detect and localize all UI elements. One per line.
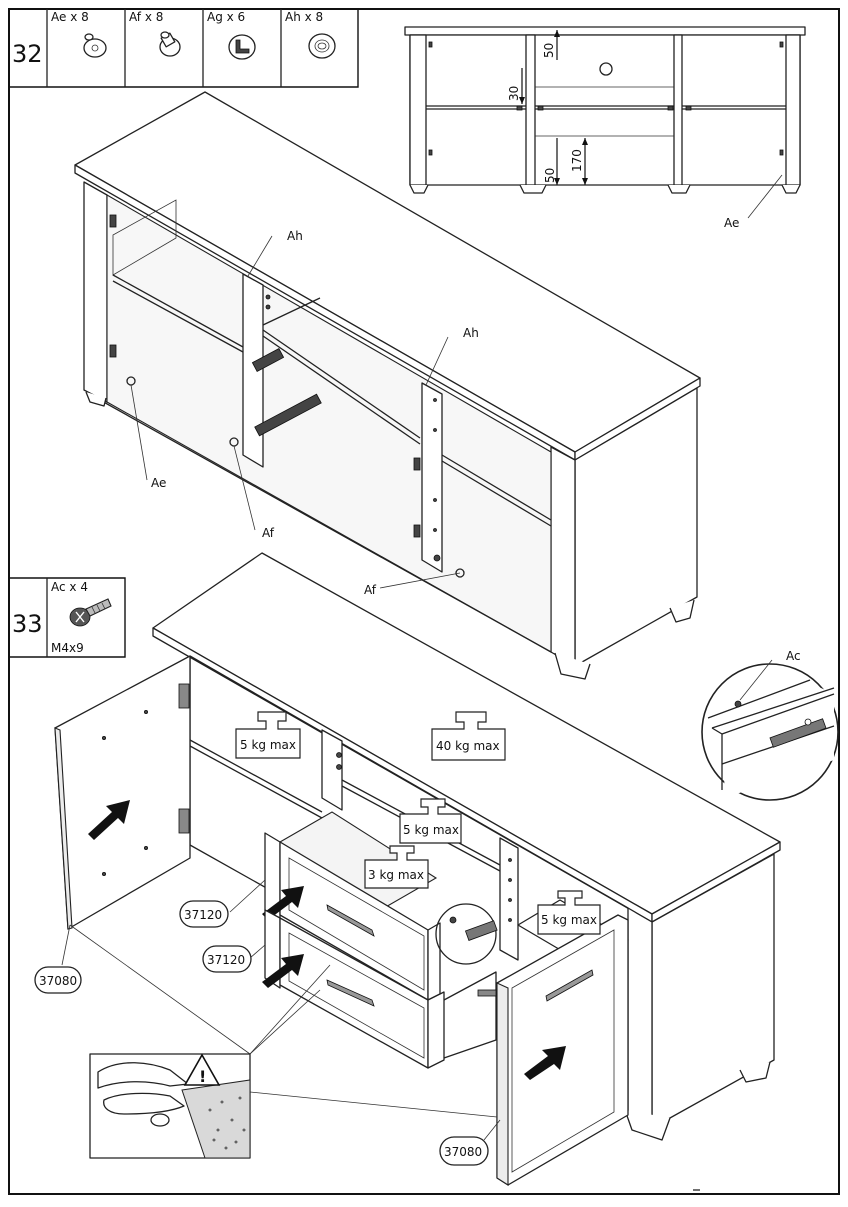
svg-text:3 kg max: 3 kg max [368,868,424,882]
shelf-support-icon [228,34,256,60]
part-label-ac: Ac x 4 [51,580,88,594]
svg-text:37080: 37080 [444,1145,482,1159]
washer-cap-icon [308,33,336,59]
right-door [496,914,629,1187]
step-number-33: 33 [12,610,43,638]
weight-label-top: 40 kg max [431,711,506,761]
callout-ah-top: Ah [287,229,303,243]
step-32-cabinet: Ah Ah Ae Af Af [74,91,701,680]
dimension-50-bottom: 50 [543,168,557,183]
weight-label-drawer: 3 kg max [364,845,429,889]
part-code-door-left: 37080 [34,924,82,994]
callout-ac: Ac [786,649,801,663]
part-label-af: Af x 8 [129,10,163,24]
push-arrow-icon [524,1046,566,1080]
front-view-inset: 50 30 50 170 Ae [404,26,806,230]
page-border [8,8,840,1195]
slide-detail-circle [435,903,497,965]
push-arrow-icon [88,800,130,840]
part-label-ae: Ae x 8 [51,10,89,24]
dowel-cap-icon [83,33,107,58]
svg-text:37120: 37120 [207,953,245,967]
weight-label-right-shelf: 5 kg max [537,890,601,935]
weight-label-mid-shelf: 5 kg max [399,798,462,844]
callout-ae-inset: Ae [724,216,739,230]
part-label-ag: Ag x 6 [207,10,245,24]
part-code-drawer-lower: 37120 [202,944,266,973]
callout-af-right: Af [364,583,377,597]
push-arrow-icon [262,886,304,920]
dimension-50-top: 50 [542,43,556,58]
warning-box: ! [89,1053,251,1159]
svg-text:!: ! [199,1067,206,1086]
callout-ah-mid: Ah [463,326,479,340]
warning-triangle-icon: ! [183,1053,221,1086]
screw-icon [69,598,112,627]
callout-af-left: Af [262,526,275,540]
push-arrow-icon [262,954,304,988]
drawer-lower [262,909,497,1069]
dimension-170: 170 [570,149,584,172]
step-33-parts-box: 33 Ac x 4 M4x9 [9,577,126,658]
screw-detail-magnifier: Ac [701,649,839,801]
step-33-cabinet: 40 kg max 5 kg max 5 kg max 3 kg max 5 k… [34,552,781,1187]
part-size-m4x9: M4x9 [51,641,84,655]
svg-text:37120: 37120 [184,908,222,922]
dimension-lines [519,30,588,185]
cam-pin-icon [159,31,181,57]
callout-ae-left: Ae [151,476,166,490]
part-code-drawer-upper: 37120 [179,879,266,928]
part-code-door-right: 37080 [439,1119,501,1166]
svg-text:5 kg max: 5 kg max [403,823,459,837]
svg-text:37080: 37080 [39,974,77,988]
svg-text:40 kg max: 40 kg max [436,739,500,753]
svg-text:5 kg max: 5 kg max [240,738,296,752]
left-door [54,655,191,930]
step-number-32: 32 [12,40,43,68]
part-label-ah: Ah x 8 [285,10,323,24]
svg-text:5 kg max: 5 kg max [541,913,597,927]
weight-label-left-shelf: 5 kg max [235,711,301,759]
dimension-30: 30 [507,86,521,101]
step-32-parts-box: 32 Ae x 8 Af x 8 Ag x 6 Ah x 8 [9,8,359,88]
